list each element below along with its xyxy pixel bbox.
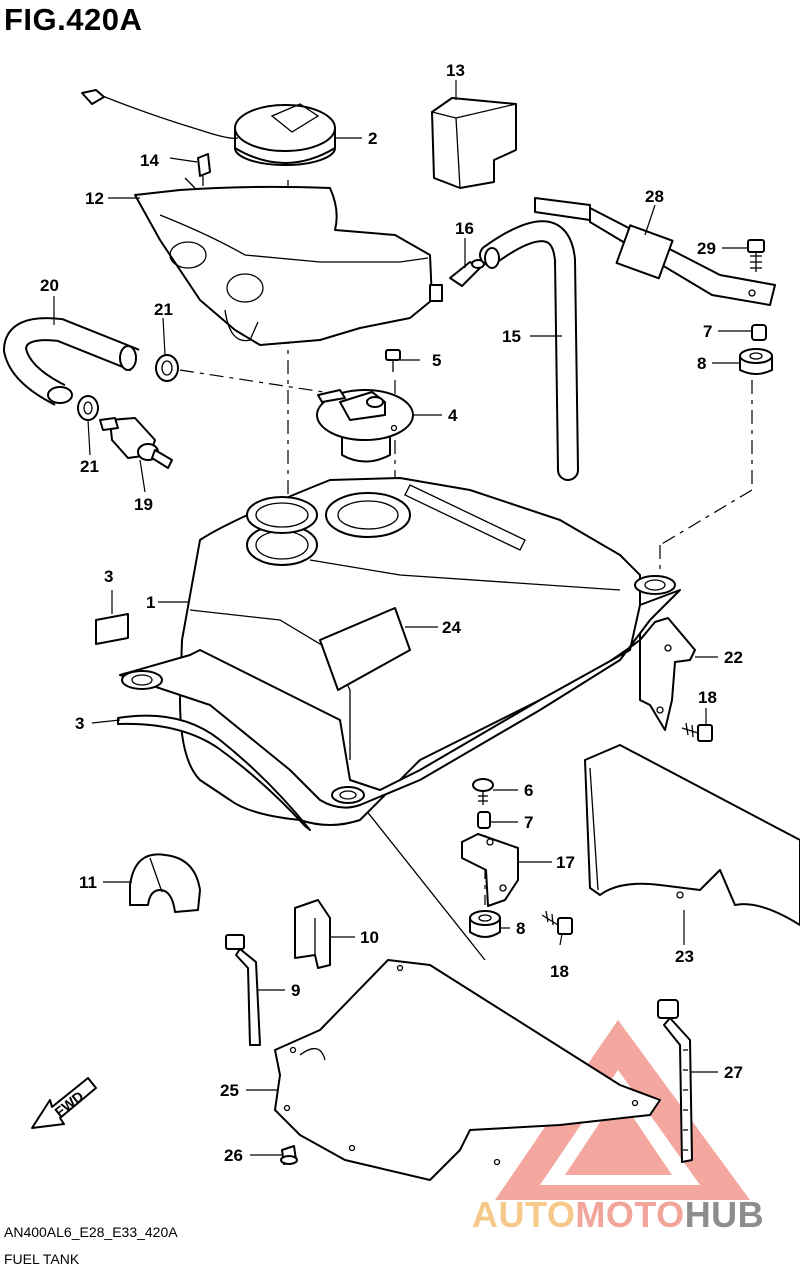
callout-21-b: 21 xyxy=(80,457,99,476)
callout-22: 22 xyxy=(724,648,743,667)
callout-20: 20 xyxy=(40,276,59,295)
part-28-bracket xyxy=(534,197,776,306)
callout-5: 5 xyxy=(432,351,441,370)
part-4-sending-unit xyxy=(316,389,414,463)
part-21-clamp-b xyxy=(77,395,99,421)
part-16-fitting xyxy=(449,259,485,287)
callout-24: 24 xyxy=(442,618,461,637)
callout-7-top: 7 xyxy=(703,322,712,341)
leader-lines xyxy=(53,80,752,1156)
callout-11: 11 xyxy=(79,873,97,892)
part-22-bracket xyxy=(639,617,696,731)
watermark-auto: AUTO xyxy=(472,1194,576,1235)
callout-16: 16 xyxy=(455,219,474,238)
callout-2: 2 xyxy=(368,129,377,148)
part-2-fuel-cap xyxy=(81,89,336,166)
callout-4: 4 xyxy=(448,406,458,425)
part-1-fuel-tank xyxy=(119,477,681,826)
part-15-hose xyxy=(479,220,579,481)
part-3-cushion-left xyxy=(95,613,129,645)
callout-14: 14 xyxy=(140,151,159,170)
part-24-label xyxy=(319,607,411,691)
callout-19: 19 xyxy=(134,495,153,514)
callout-9: 9 xyxy=(291,981,300,1000)
callout-28: 28 xyxy=(645,187,664,206)
callout-8-middle: 8 xyxy=(516,919,525,938)
callout-10: 10 xyxy=(360,928,379,947)
callout-23: 23 xyxy=(675,947,694,966)
callout-6: 6 xyxy=(524,781,533,800)
callout-26: 26 xyxy=(224,1146,243,1165)
part-10-cover xyxy=(294,899,331,969)
part-7-collar-middle xyxy=(477,811,491,829)
part-11-cushion xyxy=(129,853,201,913)
part-6-bolt xyxy=(472,778,494,805)
callout-18-a: 18 xyxy=(698,688,717,707)
callout-27: 27 xyxy=(724,1063,743,1082)
part-12-tray xyxy=(134,177,443,346)
part-29-bolt xyxy=(747,239,765,272)
figure-name: FUEL TANK xyxy=(4,1251,80,1267)
callout-7-middle: 7 xyxy=(524,813,533,832)
model-code: AN400AL6_E28_E33_420A xyxy=(4,1224,178,1240)
part-14-clip xyxy=(197,153,211,186)
callout-17: 17 xyxy=(556,853,575,872)
watermark-moto: MOTO xyxy=(575,1194,685,1235)
part-21-clamp-a xyxy=(155,354,179,382)
callout-8-top: 8 xyxy=(697,354,706,373)
callout-labels: 13 2 14 12 16 15 28 29 7 8 5 4 20 21 21 … xyxy=(40,61,743,1165)
callout-1: 1 xyxy=(146,593,155,612)
part-9-band xyxy=(225,934,261,1046)
part-8-grommet-top xyxy=(739,348,773,375)
part-3-strip xyxy=(117,714,311,831)
callout-29: 29 xyxy=(697,239,716,258)
part-19-valve xyxy=(99,417,173,469)
callout-12: 12 xyxy=(85,189,104,208)
part-18-bolt-b xyxy=(541,910,573,935)
part-5-screw xyxy=(385,349,401,372)
part-8-grommet-middle xyxy=(469,910,501,938)
callout-13: 13 xyxy=(446,61,465,80)
part-13-cover xyxy=(431,97,517,189)
callout-15: 15 xyxy=(502,327,521,346)
part-18-bolt-a xyxy=(681,722,713,742)
callout-3-b: 3 xyxy=(75,714,84,733)
part-26-clip xyxy=(280,1145,298,1165)
part-27-tie xyxy=(657,999,693,1163)
callout-18-b: 18 xyxy=(550,962,569,981)
part-25-plate xyxy=(274,959,661,1181)
part-20-hose xyxy=(2,317,140,406)
figure-title: FIG.420A xyxy=(4,2,143,37)
part-17-bracket xyxy=(461,833,519,907)
watermark-logo: AUTOMOTOHUB xyxy=(472,1194,764,1236)
part-7-collar-top xyxy=(751,324,767,341)
callout-3-a: 3 xyxy=(104,567,113,586)
callout-25: 25 xyxy=(220,1081,239,1100)
callout-21-a: 21 xyxy=(154,300,173,319)
watermark-hub: HUB xyxy=(684,1194,765,1235)
part-23-heat-shield xyxy=(584,744,800,926)
fwd-arrow: FWD xyxy=(31,1077,97,1129)
